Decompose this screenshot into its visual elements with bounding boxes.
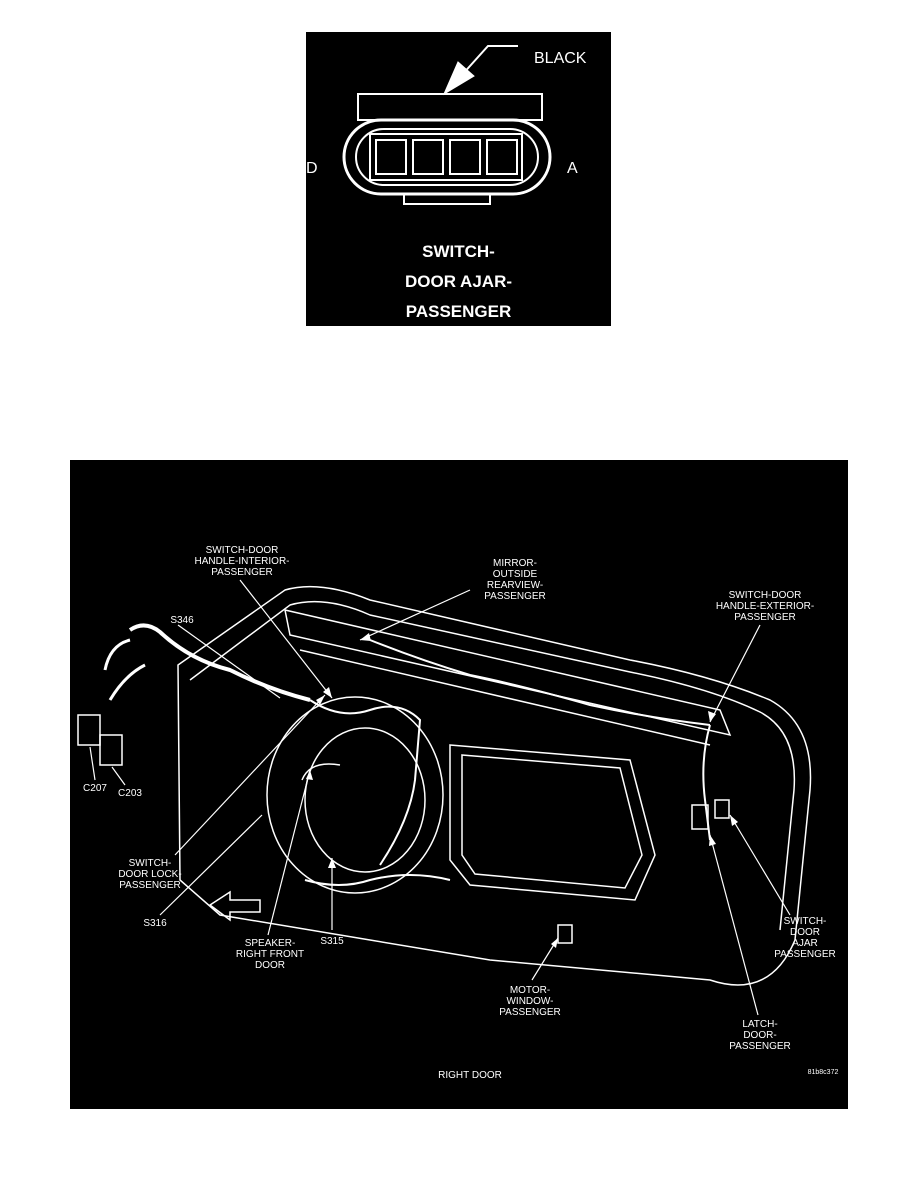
- callout-motor-window: MOTOR- WINDOW- PASSENGER: [499, 985, 561, 1018]
- figure-id: 81b8c372: [807, 1069, 839, 1076]
- callout-c207: C207: [83, 783, 107, 794]
- callout-s315: S315: [320, 936, 344, 947]
- connector-title-line-1: SWITCH-: [422, 242, 495, 261]
- pin-a-label: A: [567, 160, 578, 177]
- connector-view: BLACK D A SWITCH- DOOR AJAR- PASSENGER: [306, 32, 611, 326]
- connector-title-line-3: PASSENGER: [405, 302, 512, 321]
- callout-speaker-right-front-door: SPEAKER- RIGHT FRONT DOOR: [235, 938, 305, 971]
- callout-s346: S346: [170, 615, 194, 626]
- connector-drawing: [342, 45, 552, 205]
- callout-switch-door-handle-exterior: SWITCH-DOOR HANDLE-EXTERIOR- PASSENGER: [715, 590, 815, 623]
- callout-switch-door-handle-interior: SWITCH-DOOR HANDLE-INTERIOR- PASSENGER: [194, 545, 290, 578]
- connector-title-line-2: DOOR AJAR-: [404, 272, 513, 291]
- callout-mirror-outside-rearview: MIRROR- OUTSIDE REARVIEW- PASSENGER: [484, 558, 546, 602]
- diagram-caption: RIGHT DOOR: [438, 1070, 502, 1081]
- door-drawing: [77, 579, 812, 1016]
- pin-d-label: D: [306, 160, 318, 177]
- callout-switch-door-ajar: SWITCH- DOOR AJAR PASSENGER: [774, 916, 836, 960]
- callout-c203: C203: [118, 788, 142, 799]
- door-wiring-view: SWITCH-DOOR HANDLE-INTERIOR- PASSENGER M…: [70, 460, 848, 1109]
- callout-s316: S316: [143, 918, 167, 929]
- wire-color-label: BLACK: [534, 50, 587, 67]
- callout-switch-door-lock: SWITCH- DOOR LOCK- PASSENGER: [118, 858, 182, 891]
- callout-latch-door: LATCH- DOOR- PASSENGER: [729, 1019, 791, 1052]
